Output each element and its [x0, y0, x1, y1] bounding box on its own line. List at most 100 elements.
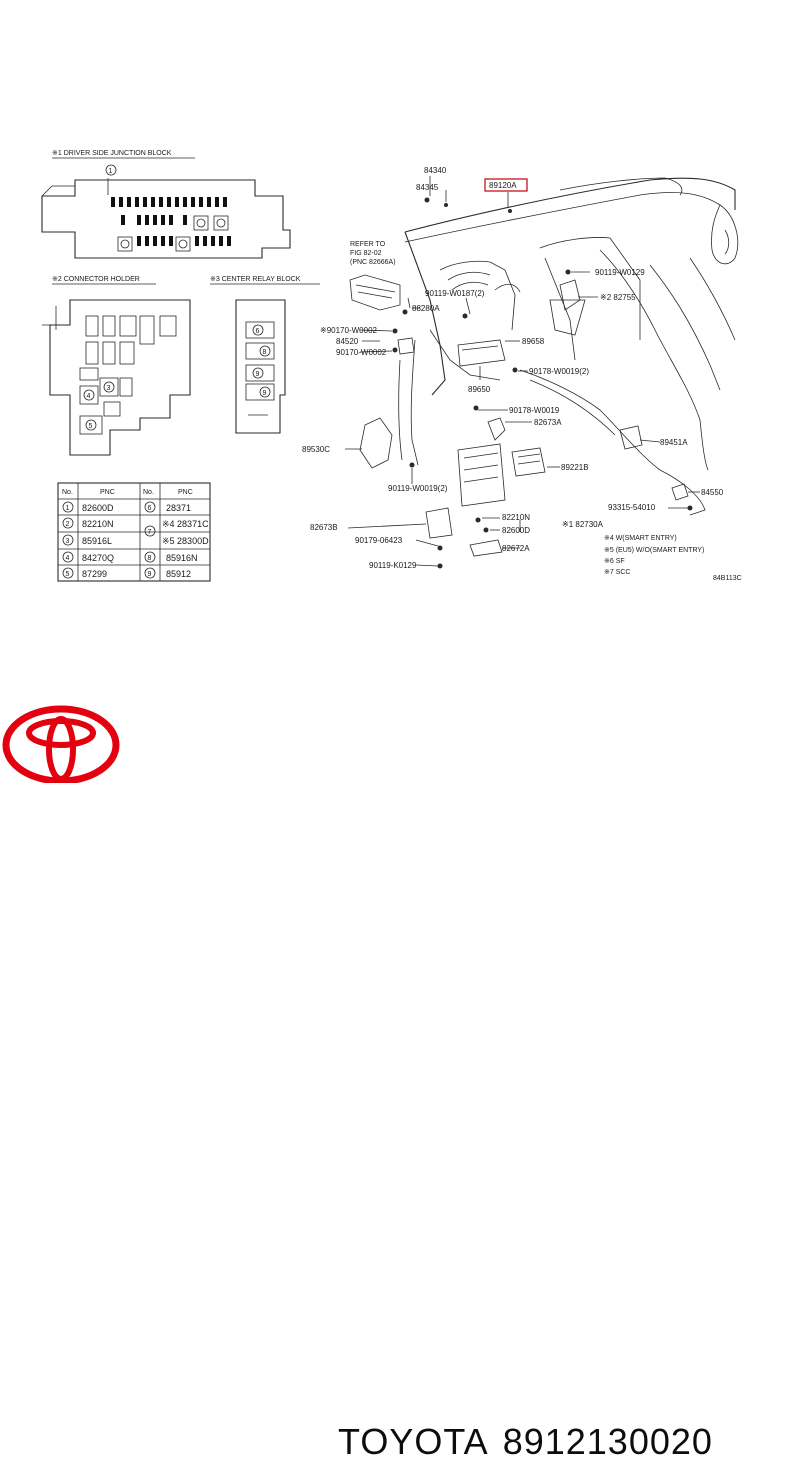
bracket-component	[349, 274, 401, 311]
table-header-no-1: No.	[62, 489, 73, 496]
label-93315-54010: 93315-54010	[608, 503, 656, 512]
table-row: 3 85916L ※5 28300D	[62, 534, 209, 546]
diagram-code: 84B113C	[713, 575, 742, 582]
table-row: 5 87299 9 85912	[62, 567, 191, 579]
notes: ※4 W(SMART ENTRY) ※5 (EU5) W/O(SMART ENT…	[604, 535, 742, 582]
bracket-82672a	[469, 539, 503, 557]
svg-text:3: 3	[107, 385, 111, 392]
fuse-row-1	[111, 197, 227, 207]
label-89221b: 89221B	[561, 463, 589, 472]
svg-text:9: 9	[148, 571, 152, 578]
label-84340: 84340	[424, 166, 447, 175]
svg-text:85912: 85912	[166, 569, 191, 579]
note-5: ※6 SF	[604, 558, 625, 565]
svg-text:5: 5	[89, 423, 93, 430]
module-89221b	[511, 447, 546, 477]
bracket-82673b	[425, 507, 453, 539]
label-refer: REFER TO	[350, 241, 386, 248]
label-90119-w0129: 90119-W0129	[595, 268, 645, 277]
label-89650: 89650	[468, 385, 491, 394]
pnc-table: No. PNC No. PNC 1 82600D 6 28371 2 82210…	[57, 482, 211, 582]
label-refer-pnc: (PNC 82666A)	[350, 259, 396, 266]
sensor-89530c	[359, 417, 393, 469]
svg-text:8: 8	[148, 555, 152, 562]
svg-text:28371: 28371	[166, 503, 191, 513]
svg-text:85916N: 85916N	[166, 553, 198, 563]
label-90179-06423: 90179-06423	[355, 536, 403, 545]
svg-text:82600D: 82600D	[82, 503, 114, 513]
module-89650	[457, 339, 506, 367]
svg-text:6: 6	[256, 328, 260, 335]
svg-text:4: 4	[87, 393, 91, 400]
svg-text:4: 4	[66, 555, 70, 562]
svg-text:5: 5	[66, 571, 70, 578]
table-row: 2 82210N 7 ※4 28371C	[62, 517, 209, 537]
antenna-89451a	[619, 425, 643, 450]
label-89120a: 89120A	[489, 181, 517, 190]
svg-text:6: 6	[148, 505, 152, 512]
label-84345: 84345	[416, 183, 439, 192]
table-row: 1 82600D 6 28371	[62, 501, 191, 513]
label-88280a: 88280A	[412, 304, 440, 313]
connector-holder: 3 4 5	[42, 299, 191, 456]
label-82755: ※2 82755	[600, 293, 636, 302]
label-89530c: 89530C	[302, 445, 330, 454]
clip-82673a	[487, 417, 506, 441]
center-relay-block: 6 8 9 9	[235, 299, 286, 434]
svg-text:1: 1	[109, 168, 113, 175]
note-6: ※7 SCC	[604, 569, 630, 576]
label-82673b: 82673B	[310, 523, 338, 532]
fuse-row-2	[121, 215, 187, 225]
table-header-pnc-2: PNC	[178, 489, 193, 496]
label-84520: 84520	[336, 337, 359, 346]
part-labels: 84340 84345 89120A REFER TO FIG 82-02 (P…	[302, 166, 724, 570]
svg-text:85916L: 85916L	[82, 536, 112, 546]
label-84550: 84550	[701, 488, 724, 497]
toyota-logo-icon	[2, 705, 120, 783]
ecu-82730a	[457, 443, 506, 507]
part-84550	[671, 483, 689, 501]
label-90119-w0187: 90119-W0187(2)	[425, 289, 485, 298]
svg-text:3: 3	[66, 538, 70, 545]
label-82672a: 82672A	[502, 544, 530, 553]
svg-text:2: 2	[66, 521, 70, 528]
svg-text:8: 8	[263, 349, 267, 356]
svg-text:87299: 87299	[82, 569, 107, 579]
label-refer-fig: FIG 82-02	[350, 250, 382, 257]
svg-text:1: 1	[66, 505, 70, 512]
label-89658: 89658	[522, 337, 545, 346]
dashboard-outline	[398, 177, 739, 516]
label-82600d: 82600D	[502, 526, 530, 535]
note-4: ※4 W(SMART ENTRY)	[604, 535, 677, 542]
svg-text:7: 7	[148, 529, 152, 536]
label-90119-w0019-2: 90119-W0019(2)	[388, 484, 448, 493]
leader-lines	[345, 176, 700, 567]
bracket-82755	[559, 279, 581, 311]
junction-block-title: ※1 DRIVER SIDE JUNCTION BLOCK	[52, 150, 172, 157]
svg-text:82210N: 82210N	[82, 519, 114, 529]
svg-text:9: 9	[263, 390, 267, 397]
connector-holder-title: ※2 CONNECTOR HOLDER	[52, 276, 140, 283]
label-82730a: ※1 82730A	[562, 520, 604, 529]
table-header-no-2: No.	[143, 489, 154, 496]
center-relay-title: ※3 CENTER RELAY BLOCK	[210, 276, 301, 283]
svg-text:9: 9	[256, 371, 260, 378]
parts-diagram: ※1 DRIVER SIDE JUNCTION BLOCK 1	[41, 150, 742, 582]
label-90178-w0019: 90178-W0019	[509, 406, 560, 415]
svg-text:84270Q: 84270Q	[82, 553, 114, 563]
svg-text:※4 28371C: ※4 28371C	[162, 519, 209, 529]
highlight-box-89120a	[484, 178, 528, 192]
table-header-pnc-1: PNC	[100, 489, 115, 496]
diagram-svg: ※1 DRIVER SIDE JUNCTION BLOCK 1	[41, 150, 742, 582]
part-number: 8912130020	[502, 1421, 713, 1462]
label-90170-w0002-b: 90170-W0002	[336, 348, 387, 357]
label-90170-w0002-a: ※90170-W0002	[320, 326, 378, 335]
label-82210n: 82210N	[502, 513, 530, 522]
part-components	[349, 274, 689, 557]
table-row: 4 84270Q 8 85916N	[62, 551, 198, 563]
label-82673a: 82673A	[534, 418, 562, 427]
label-90119-k0129: 90119-K0129	[369, 561, 417, 570]
connector-84520	[397, 337, 415, 355]
